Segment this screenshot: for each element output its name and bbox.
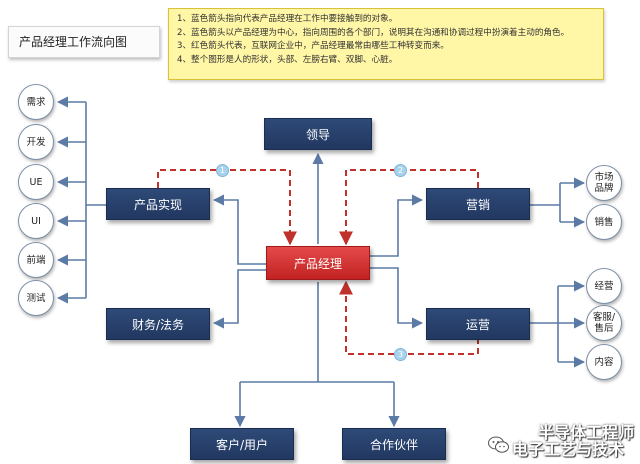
note-line-2: 2、蓝色箭头以产品经理为中心，指向周围的各个部门，说明其在沟通和协调过程中扮演着… <box>177 27 570 38</box>
node-product-manager: 产品经理 <box>266 246 370 280</box>
arrow-to-finance <box>212 269 268 329</box>
circle-ui: UI <box>18 203 54 239</box>
node-product-implementation: 产品实现 <box>106 188 210 220</box>
red-arrow-from-operations <box>339 280 479 355</box>
circle-testing: 测试 <box>18 280 54 316</box>
node-customer-user: 客户/用户 <box>190 428 294 460</box>
circle-business: 经营 <box>586 268 622 304</box>
watermark-line-2: 电子工艺与技术 <box>512 440 625 459</box>
circle-demand: 需求 <box>18 84 54 120</box>
page-title: 产品经理工作流向图 <box>8 26 160 58</box>
node-marketing: 营销 <box>426 188 530 220</box>
circle-content: 内容 <box>586 344 622 380</box>
node-finance-legal: 财务/法务 <box>106 308 210 340</box>
note-line-3: 3、红色箭头代表，互联网企业中，产品经理最常由哪些工种转变而来。 <box>177 41 449 52</box>
node-operations: 运营 <box>426 308 530 340</box>
red-arrow-from-marketing <box>339 169 479 246</box>
badge-1: 1 <box>216 164 229 177</box>
arrow-to-operations <box>368 267 424 329</box>
circle-frontend: 前端 <box>18 242 54 278</box>
circle-market-brand: 市场 品牌 <box>586 165 622 201</box>
note-line-1: 1、蓝色箭头指向代表产品经理在工作中要接触到的对象。 <box>177 14 398 24</box>
legend-note: 1、蓝色箭头指向代表产品经理在工作中要接触到的对象。 2、蓝色箭头以产品经理为中… <box>168 8 604 80</box>
marketing-bus <box>530 183 561 222</box>
node-leader: 领导 <box>264 118 372 150</box>
badge-3: 3 <box>394 348 407 361</box>
circle-development: 开发 <box>18 124 54 160</box>
arrow-to-product-impl <box>212 194 268 265</box>
arrow-to-marketing <box>368 194 424 257</box>
operations-bus <box>530 286 559 362</box>
circle-customer-service: 客服/ 售后 <box>586 305 622 341</box>
node-partner: 合作伙伴 <box>342 428 446 460</box>
wechat-icon <box>488 436 509 453</box>
left-bus <box>85 102 106 298</box>
circle-sales: 销售 <box>586 204 622 240</box>
circle-ue: UE <box>18 164 54 200</box>
badge-2: 2 <box>394 164 407 177</box>
note-line-4: 4、整个图形是人的形状，头部、左膀右臂、双脚、心脏。 <box>177 54 398 65</box>
watermark-line-1: 半导体工程师 <box>538 423 635 442</box>
watermark: 半导体工程师 电子工艺与技术 <box>488 424 638 460</box>
